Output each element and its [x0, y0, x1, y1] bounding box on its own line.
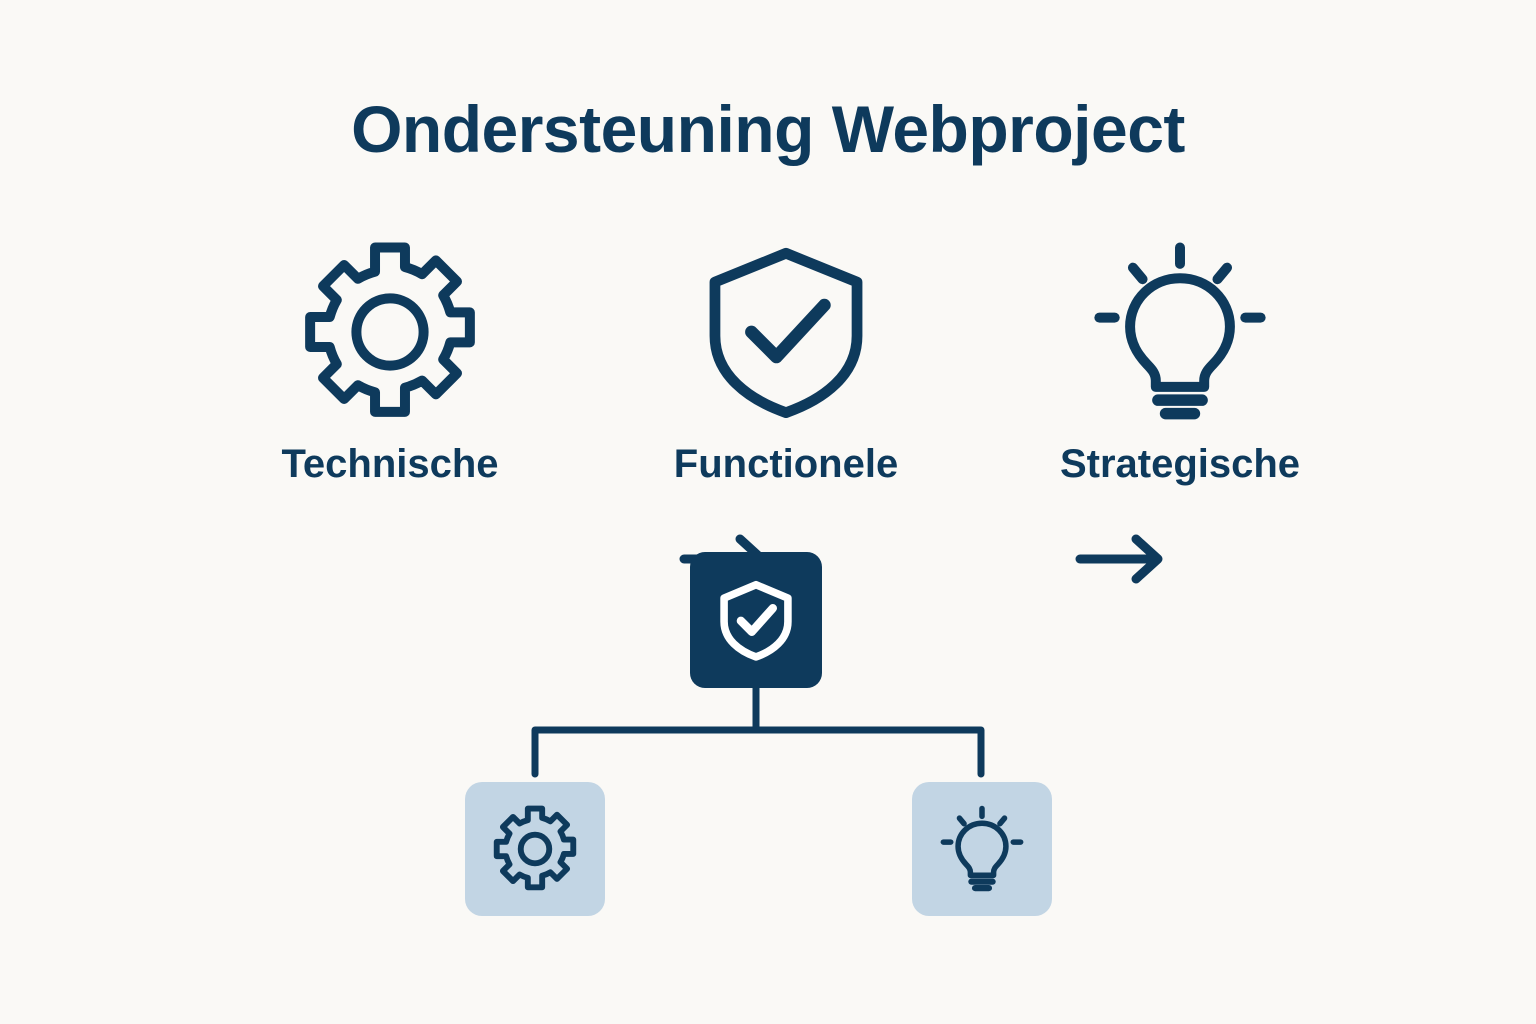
- gear-icon: [294, 236, 486, 428]
- pillar-strategische-label: Strategische: [1059, 442, 1301, 486]
- tree-connector: [440, 676, 1100, 792]
- pillar-row: Technische Functionele: [178, 236, 1358, 584]
- hierarchy-tree: [440, 540, 1100, 940]
- pillar-technische: Technische: [240, 236, 540, 536]
- gear-icon: [489, 803, 581, 895]
- arrow-right-icon: [1070, 528, 1180, 590]
- hierarchy-leaf-lightbulb: [912, 782, 1052, 916]
- pillar-technische-label: Technische: [281, 442, 499, 486]
- pillar-functionele-label: Functionele: [673, 442, 899, 486]
- lightbulb-icon: [1084, 236, 1276, 428]
- hierarchy-root-badge: [690, 552, 822, 688]
- shield-check-icon: [714, 578, 798, 662]
- pillar-functionele: Functionele: [636, 236, 936, 536]
- pillar-strategische: Strategische: [1030, 236, 1330, 536]
- shield-check-icon: [690, 236, 882, 428]
- lightbulb-icon: [936, 803, 1028, 895]
- hierarchy-leaf-gear: [465, 782, 605, 916]
- page-title: Ondersteuning Webproject: [351, 92, 1185, 166]
